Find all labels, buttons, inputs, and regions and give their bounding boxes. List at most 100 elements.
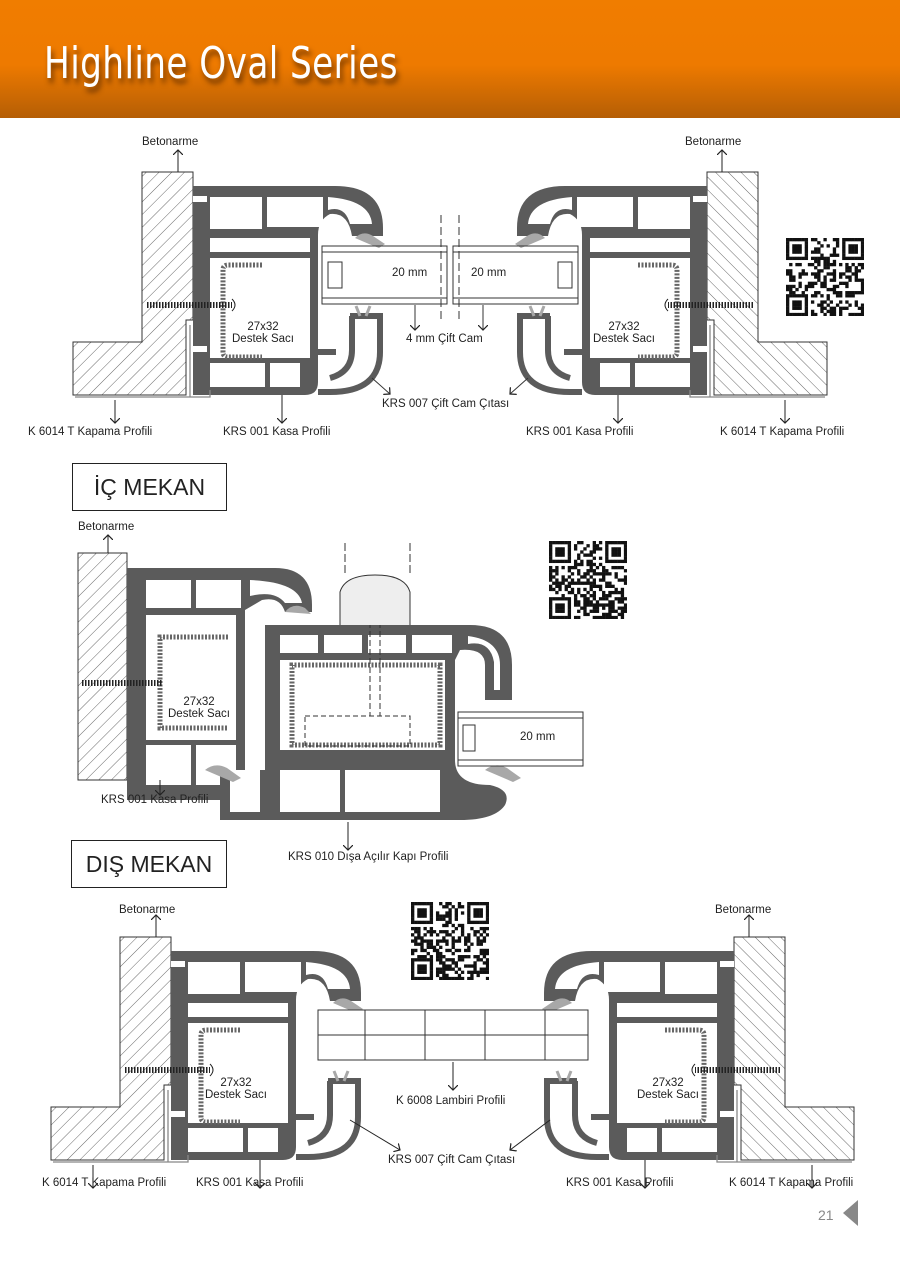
qr-module — [608, 541, 612, 545]
qr-module — [823, 284, 827, 289]
qr-module — [839, 312, 843, 316]
qr-module — [467, 902, 471, 906]
qr-module — [473, 911, 477, 915]
qr-module — [558, 606, 562, 610]
label-cover-profile: K 6014 T Kapama Profili — [729, 1177, 854, 1189]
qr-module — [411, 958, 415, 962]
qr-module — [829, 309, 833, 314]
qr-module — [592, 550, 596, 554]
qr-module — [555, 609, 559, 613]
qr-module — [467, 917, 471, 921]
qr-module — [586, 603, 590, 607]
qr-module — [442, 917, 446, 921]
qr-module — [795, 303, 799, 307]
qr-module — [467, 911, 471, 915]
qr-module — [814, 238, 818, 242]
qr-module — [592, 556, 596, 560]
qr-module — [561, 609, 565, 613]
qr-module — [577, 572, 581, 576]
qr-module — [848, 278, 852, 282]
qr-module — [570, 565, 575, 570]
qr-module — [804, 241, 809, 245]
qr-module — [464, 939, 468, 943]
qr-module — [429, 955, 434, 959]
qr-module — [567, 565, 572, 570]
qr-module — [549, 569, 553, 573]
qr-module — [804, 247, 809, 251]
qr-module — [620, 559, 625, 564]
qr-module — [823, 278, 827, 282]
qr-module — [567, 615, 572, 619]
qr-module — [826, 259, 830, 264]
qr-module — [792, 238, 796, 242]
qr-module — [810, 309, 815, 314]
qr-module — [555, 578, 559, 582]
qr-module — [420, 964, 424, 968]
qr-module — [860, 253, 864, 257]
qr-module — [558, 550, 562, 554]
qr-module — [448, 964, 452, 968]
page-number: 21 — [818, 1207, 834, 1223]
qr-module — [801, 256, 805, 261]
qr-module — [623, 541, 627, 545]
qr-module — [470, 964, 474, 968]
qr-module — [457, 936, 462, 940]
qr-module — [789, 272, 793, 276]
qr-module — [798, 247, 802, 251]
qr-module — [795, 294, 799, 298]
qr-module — [792, 244, 796, 248]
qr-module — [845, 266, 849, 270]
qr-module — [454, 970, 458, 974]
qr-module — [423, 948, 427, 953]
qr-module — [423, 976, 427, 980]
qr-module — [786, 244, 790, 248]
qr-module — [435, 970, 440, 974]
qr-module — [558, 603, 562, 607]
qr-module — [479, 970, 483, 974]
qr-module — [561, 565, 565, 570]
middle-profile — [77, 535, 584, 850]
qr-module — [845, 262, 849, 267]
qr-module — [832, 259, 837, 264]
qr-module — [611, 600, 615, 604]
qr-module — [432, 948, 437, 953]
qr-module — [470, 973, 474, 978]
qr-module — [857, 269, 862, 273]
qr-module — [460, 911, 465, 915]
qr-module — [429, 961, 434, 965]
qr-code-bottom[interactable] — [411, 902, 489, 980]
qr-module — [792, 256, 796, 261]
qr-module — [820, 256, 824, 261]
label-betonarme: Betonarme — [685, 136, 742, 148]
qr-module — [792, 275, 796, 279]
qr-module — [835, 244, 840, 248]
qr-module — [439, 939, 443, 943]
qr-module — [820, 244, 824, 248]
qr-module — [832, 287, 837, 292]
qr-module — [435, 911, 440, 915]
qr-module — [439, 917, 443, 921]
qr-module — [473, 914, 477, 918]
qr-code-middle[interactable] — [549, 541, 627, 619]
qr-module — [586, 572, 590, 576]
qr-module — [479, 948, 483, 953]
qr-module — [442, 961, 446, 965]
qr-module — [826, 309, 830, 314]
qr-module — [826, 244, 830, 248]
qr-module — [470, 970, 474, 974]
qr-module — [573, 559, 578, 564]
qr-module — [567, 612, 572, 617]
qr-module — [792, 278, 796, 282]
qr-module — [473, 967, 477, 971]
qr-module — [439, 945, 443, 949]
qr-code-top[interactable] — [786, 238, 864, 316]
qr-module — [561, 615, 565, 619]
qr-module — [851, 312, 855, 316]
qr-module — [420, 958, 424, 962]
qr-module — [589, 565, 593, 570]
qr-module — [829, 253, 833, 257]
qr-module — [586, 562, 590, 567]
qr-module — [848, 250, 852, 254]
qr-module — [442, 976, 446, 980]
qr-module — [854, 269, 858, 273]
